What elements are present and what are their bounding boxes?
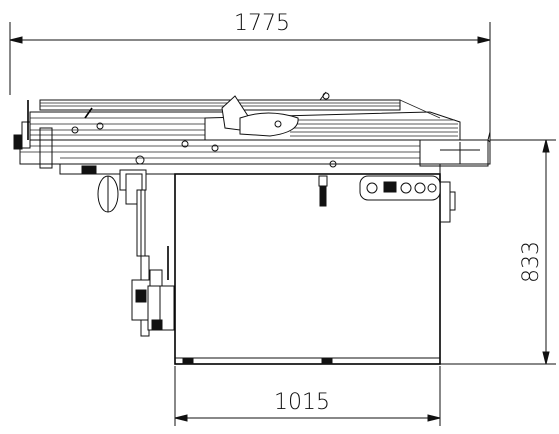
height-label: 833: [519, 241, 544, 283]
dimension-height: 833: [440, 139, 556, 365]
outrigger-support: [97, 169, 175, 337]
dimension-overall-width: 1775: [9, 11, 491, 132]
machine-cabinet: [174, 173, 456, 365]
control-panel: [359, 175, 441, 201]
overall-width-label: 1775: [234, 11, 290, 36]
base-width-label: 1015: [274, 390, 330, 415]
dimension-base-width: 1015: [174, 366, 441, 426]
sliding-table: [13, 91, 491, 175]
handwheel: [318, 175, 328, 207]
